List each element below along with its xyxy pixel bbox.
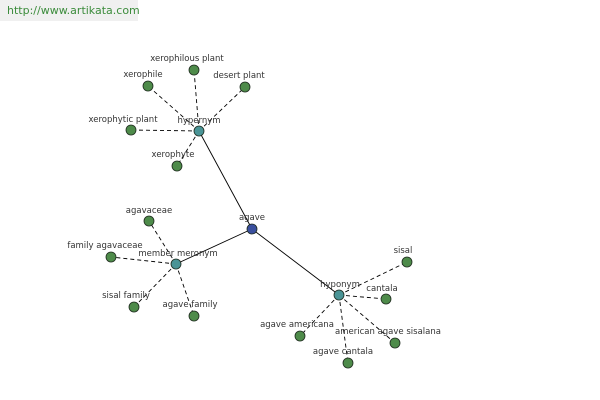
- relation-node-hyponym[interactable]: [333, 289, 345, 301]
- edge-hyponym-to-agave-cantala: [338, 294, 349, 364]
- term-label-xerophytic-plant: xerophytic plant: [88, 115, 158, 125]
- term-label-agave-americana: agave americana: [260, 320, 334, 330]
- term-node-xerophile[interactable]: [142, 80, 154, 92]
- term-node-sisal-family[interactable]: [128, 301, 140, 313]
- edge-agave-to-hypernym: [198, 130, 253, 230]
- term-node-agave-family[interactable]: [188, 310, 200, 322]
- label-layer: agave hypernym xerophilous plant xerophile d…: [67, 54, 441, 357]
- term-node-xerophyte[interactable]: [171, 160, 183, 172]
- term-label-agave-family: agave family: [162, 300, 217, 310]
- edge-hypernym-to-xerophilous-plant: [193, 69, 200, 132]
- term-node-xerophilous-plant[interactable]: [188, 64, 200, 76]
- term-node-agavaceae[interactable]: [143, 215, 155, 227]
- relation-label-member-meronym: member meronym: [138, 249, 217, 259]
- term-label-family-agavaceae: family agavaceae: [67, 241, 142, 251]
- term-label-agavaceae: agavaceae: [126, 206, 172, 216]
- term-node-sisal[interactable]: [401, 256, 413, 268]
- relation-label-hyponym: hyponym: [320, 280, 360, 290]
- edge-hyponym-to-sisal: [338, 261, 408, 296]
- term-label-sisal: sisal: [394, 246, 413, 256]
- term-label-american-agave-sisalana: american agave sisalana: [335, 327, 441, 337]
- edge-agave-to-member-meronym: [175, 228, 253, 265]
- edge-hyponym-to-american-agave-sisalana: [338, 294, 396, 344]
- edge-member-meronym-to-family-agavaceae: [110, 256, 177, 265]
- edge-hypernym-to-xerophile: [147, 85, 200, 132]
- edge-member-meronym-to-sisal-family: [133, 263, 177, 308]
- term-label-xerophilous-plant: xerophilous plant: [150, 54, 224, 64]
- term-label-sisal-family: sisal family: [102, 291, 150, 301]
- term-label-xerophile: xerophile: [123, 70, 162, 80]
- term-node-cantala[interactable]: [380, 293, 392, 305]
- term-node-agave-cantala[interactable]: [342, 357, 354, 369]
- term-label-agave-cantala: agave cantala: [313, 347, 373, 357]
- term-node-desert-plant[interactable]: [239, 81, 251, 93]
- term-node-agave-americana[interactable]: [294, 330, 306, 342]
- root-label-agave: agave: [239, 213, 265, 223]
- term-node-american-agave-sisalana[interactable]: [389, 337, 401, 349]
- edge-hypernym-to-desert-plant: [198, 86, 246, 132]
- edge-hypernym-to-xerophytic-plant: [130, 129, 200, 132]
- edge-member-meronym-to-agavaceae: [148, 220, 177, 265]
- node-layer: [105, 64, 413, 369]
- edge-member-meronym-to-agave-family: [175, 263, 195, 317]
- edge-hyponym-to-agave-americana: [299, 294, 340, 337]
- root-node-agave[interactable]: [246, 223, 258, 235]
- relation-node-member-meronym[interactable]: [170, 258, 182, 270]
- term-label-desert-plant: desert plant: [213, 71, 265, 81]
- edge-hyponym-to-cantala: [338, 294, 387, 300]
- term-label-xerophyte: xerophyte: [152, 150, 195, 160]
- term-node-family-agavaceae[interactable]: [105, 251, 117, 263]
- edge-agave-to-hyponym: [251, 228, 340, 296]
- term-node-xerophytic-plant[interactable]: [125, 124, 137, 136]
- term-label-cantala: cantala: [366, 284, 397, 294]
- source-url-bar: http://www.artikata.com: [0, 0, 140, 21]
- relation-node-hypernym[interactable]: [193, 125, 205, 137]
- source-url-link[interactable]: http://www.artikata.com: [7, 4, 140, 17]
- edge-layer: [110, 69, 408, 364]
- edge-hypernym-to-xerophyte: [176, 130, 200, 167]
- relation-label-hypernym: hypernym: [177, 116, 220, 126]
